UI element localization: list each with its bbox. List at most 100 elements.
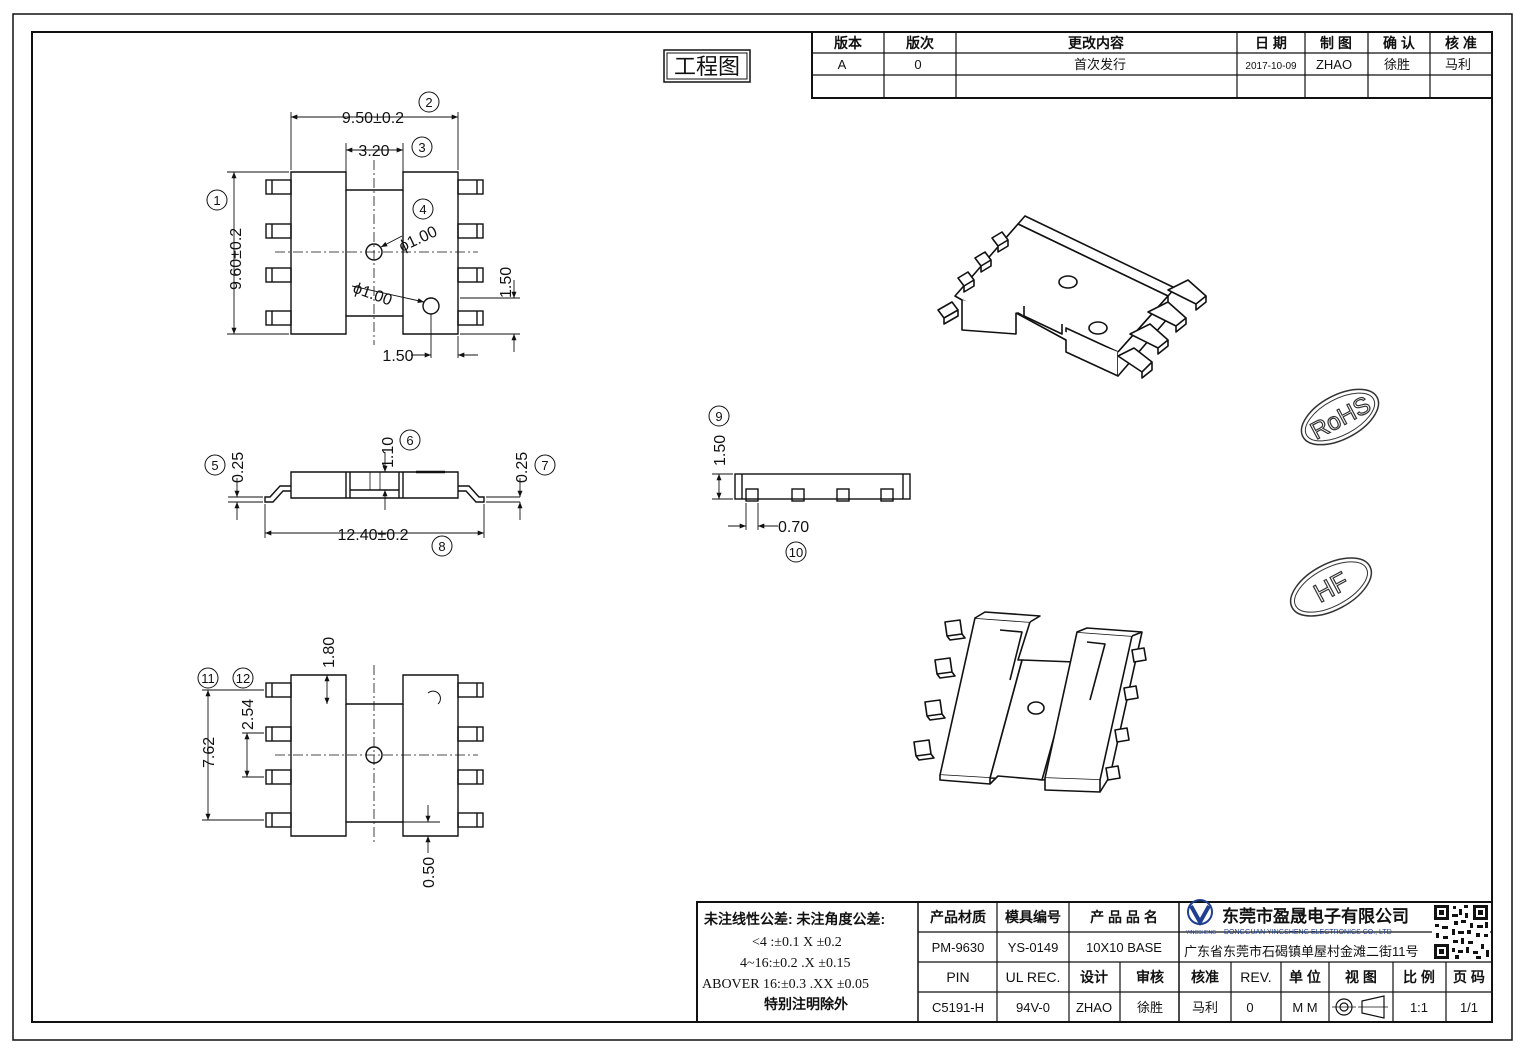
tb-label-design: 设计 (1080, 969, 1108, 985)
end-view-balloons (708, 405, 807, 563)
balloon-4: 4 (419, 202, 426, 217)
bottom-view-body (290, 674, 459, 837)
drawing-title: 工程图 (663, 49, 751, 83)
rev-header-date: 日 期 (1255, 35, 1287, 51)
bottom-view-balloons (197, 667, 254, 689)
rev-header-change: 更改内容 (1068, 35, 1124, 51)
tb-label-material: 产品材质 (930, 909, 986, 925)
title-block-row3: PIN UL REC. 设计 审核 核准 REV. 单 位 视 图 比 例 页 … (946, 969, 1485, 985)
bottom-view-labels: 1.80 2.54 7.62 0.50 (201, 637, 438, 888)
balloon-9: 9 (715, 409, 722, 424)
tb-label-pin: PIN (946, 969, 969, 985)
rev-cell-approve: 马利 (1445, 57, 1471, 72)
company-name-en: DONGGUAN YINGSHENG ELECTRONICS CO., LTD (1224, 929, 1392, 936)
side-view-labels: 12.40±0.2 1.10 0.25 0.25 (230, 437, 531, 544)
end-view-labels: 1.50 0.70 (712, 435, 809, 536)
tb-label-view: 视 图 (1345, 969, 1377, 985)
top-view (227, 112, 520, 358)
iso-view-bottom (913, 611, 1147, 793)
rohs-stamp: RoHS (1300, 388, 1380, 446)
top-dim-slot: 3.20 (358, 143, 389, 160)
top-view-body (290, 171, 459, 335)
rev-cell-date: 2017-10-09 (1245, 61, 1297, 72)
tb-label-page: 页 码 (1453, 969, 1485, 985)
rev-header-version: 版本 (834, 35, 863, 51)
rev-cell-edition: 0 (914, 57, 921, 72)
rev-cell-confirm: 徐胜 (1384, 57, 1410, 72)
tb-value-scale: 1:1 (1410, 1000, 1428, 1015)
side-dim-center: 1.10 (380, 437, 397, 468)
top-dim-hole-b: ϕ1.00 (351, 280, 395, 310)
rev-header-approve: 核 准 (1445, 35, 1477, 51)
company-logo-text: YINGSHENG (1186, 930, 1216, 936)
title-block (696, 901, 1493, 1023)
company-logo-icon (1187, 899, 1213, 927)
rev-header-edition: 版次 (906, 35, 934, 51)
tb-value-review: 徐胜 (1137, 1000, 1163, 1015)
balloon-6: 6 (406, 433, 413, 448)
balloon-3: 3 (418, 140, 425, 155)
tb-value-approve: 马利 (1192, 1000, 1218, 1015)
side-dim-left: 0.25 (230, 452, 247, 483)
rev-header-confirm: 确 认 (1383, 35, 1416, 51)
bottom-dim-bottom: 0.50 (421, 857, 438, 888)
top-dim-height: 9.60±0.2 (228, 228, 245, 290)
balloon-2: 2 (425, 95, 432, 110)
rohs-stamp-text: RoHS (1306, 391, 1375, 445)
side-view-lead-right (458, 485, 485, 503)
tb-label-approve: 核准 (1191, 969, 1219, 985)
tb-value-ul: 94V-0 (1016, 1000, 1050, 1015)
company-address: 广东省东莞市石碣镇单屋村金滩二街11号 (1184, 944, 1419, 959)
drawing-title-text: 工程图 (674, 54, 740, 79)
title-block-row4: C5191-H 94V-0 ZHAO 徐胜 马利 0 M M 1:1 1/1 (932, 1000, 1478, 1015)
side-dim-overall: 12.40±0.2 (337, 527, 408, 544)
tb-value-page: 1/1 (1460, 1000, 1478, 1015)
top-dim-offset-y: 1.50 (498, 267, 515, 298)
bottom-dim-step: 1.80 (321, 637, 338, 668)
tb-value-product: 10X10 BASE (1086, 940, 1162, 955)
tb-label-mold: 模具编号 (1005, 909, 1061, 925)
outer-frame (12, 13, 1513, 1041)
end-view (712, 473, 911, 530)
end-dim-height: 1.50 (712, 435, 729, 466)
tolerance-heading: 未注线性公差: 未注角度公差: (704, 911, 885, 927)
balloon-1: 1 (213, 193, 220, 208)
title-block-row1: 产品材质 模具编号 产 品 品 名 (930, 909, 1158, 925)
tb-value-unit: M M (1292, 1000, 1317, 1015)
tolerance-block: 未注线性公差: 未注角度公差: <4 :±0.1 X ±0.2 4~16:±0.… (702, 911, 885, 1012)
tb-label-rev: REV. (1240, 969, 1271, 985)
iso-view-top (937, 215, 1207, 379)
side-view-body (290, 471, 459, 499)
tolerance-line-2: 4~16:±0.2 .X ±0.15 (740, 956, 850, 971)
balloon-5: 5 (211, 458, 218, 473)
revision-header: 版本 版次 更改内容 日 期 制 图 确 认 核 准 (834, 35, 1477, 51)
rev-cell-change: 首次发行 (1074, 57, 1126, 72)
rev-header-drawn: 制 图 (1320, 35, 1352, 51)
hf-stamp: HF (1289, 557, 1373, 617)
tb-value-pin: C5191-H (932, 1000, 984, 1015)
side-view (228, 452, 523, 538)
hf-stamp-text: HF (1309, 566, 1354, 609)
tb-value-material: PM-9630 (932, 940, 985, 955)
tb-label-scale: 比 例 (1403, 969, 1435, 985)
rev-cell-drawn: ZHAO (1316, 57, 1352, 72)
side-view-balloons (204, 429, 556, 557)
end-dim-pin: 0.70 (778, 519, 809, 536)
tb-label-review: 审核 (1136, 969, 1164, 985)
revision-table (811, 31, 1493, 99)
bottom-view-pins-right (457, 682, 484, 828)
tolerance-line-1: <4 :±0.1 X ±0.2 (752, 935, 842, 950)
title-block-row2: PM-9630 YS-0149 10X10 BASE (932, 940, 1163, 955)
bottom-view-orientation-mark (427, 690, 441, 705)
top-view-pins-right (457, 179, 484, 326)
rev-cell-version: A (838, 57, 847, 72)
balloon-8: 8 (438, 539, 445, 554)
end-view-body (734, 473, 911, 500)
top-dim-offset-x: 1.50 (382, 348, 413, 365)
top-view-hole-corner (422, 297, 440, 315)
balloon-11: 11 (201, 671, 215, 686)
balloon-7: 7 (541, 458, 548, 473)
tb-label-product: 产 品 品 名 (1090, 909, 1158, 925)
tb-value-mold: YS-0149 (1008, 940, 1059, 955)
